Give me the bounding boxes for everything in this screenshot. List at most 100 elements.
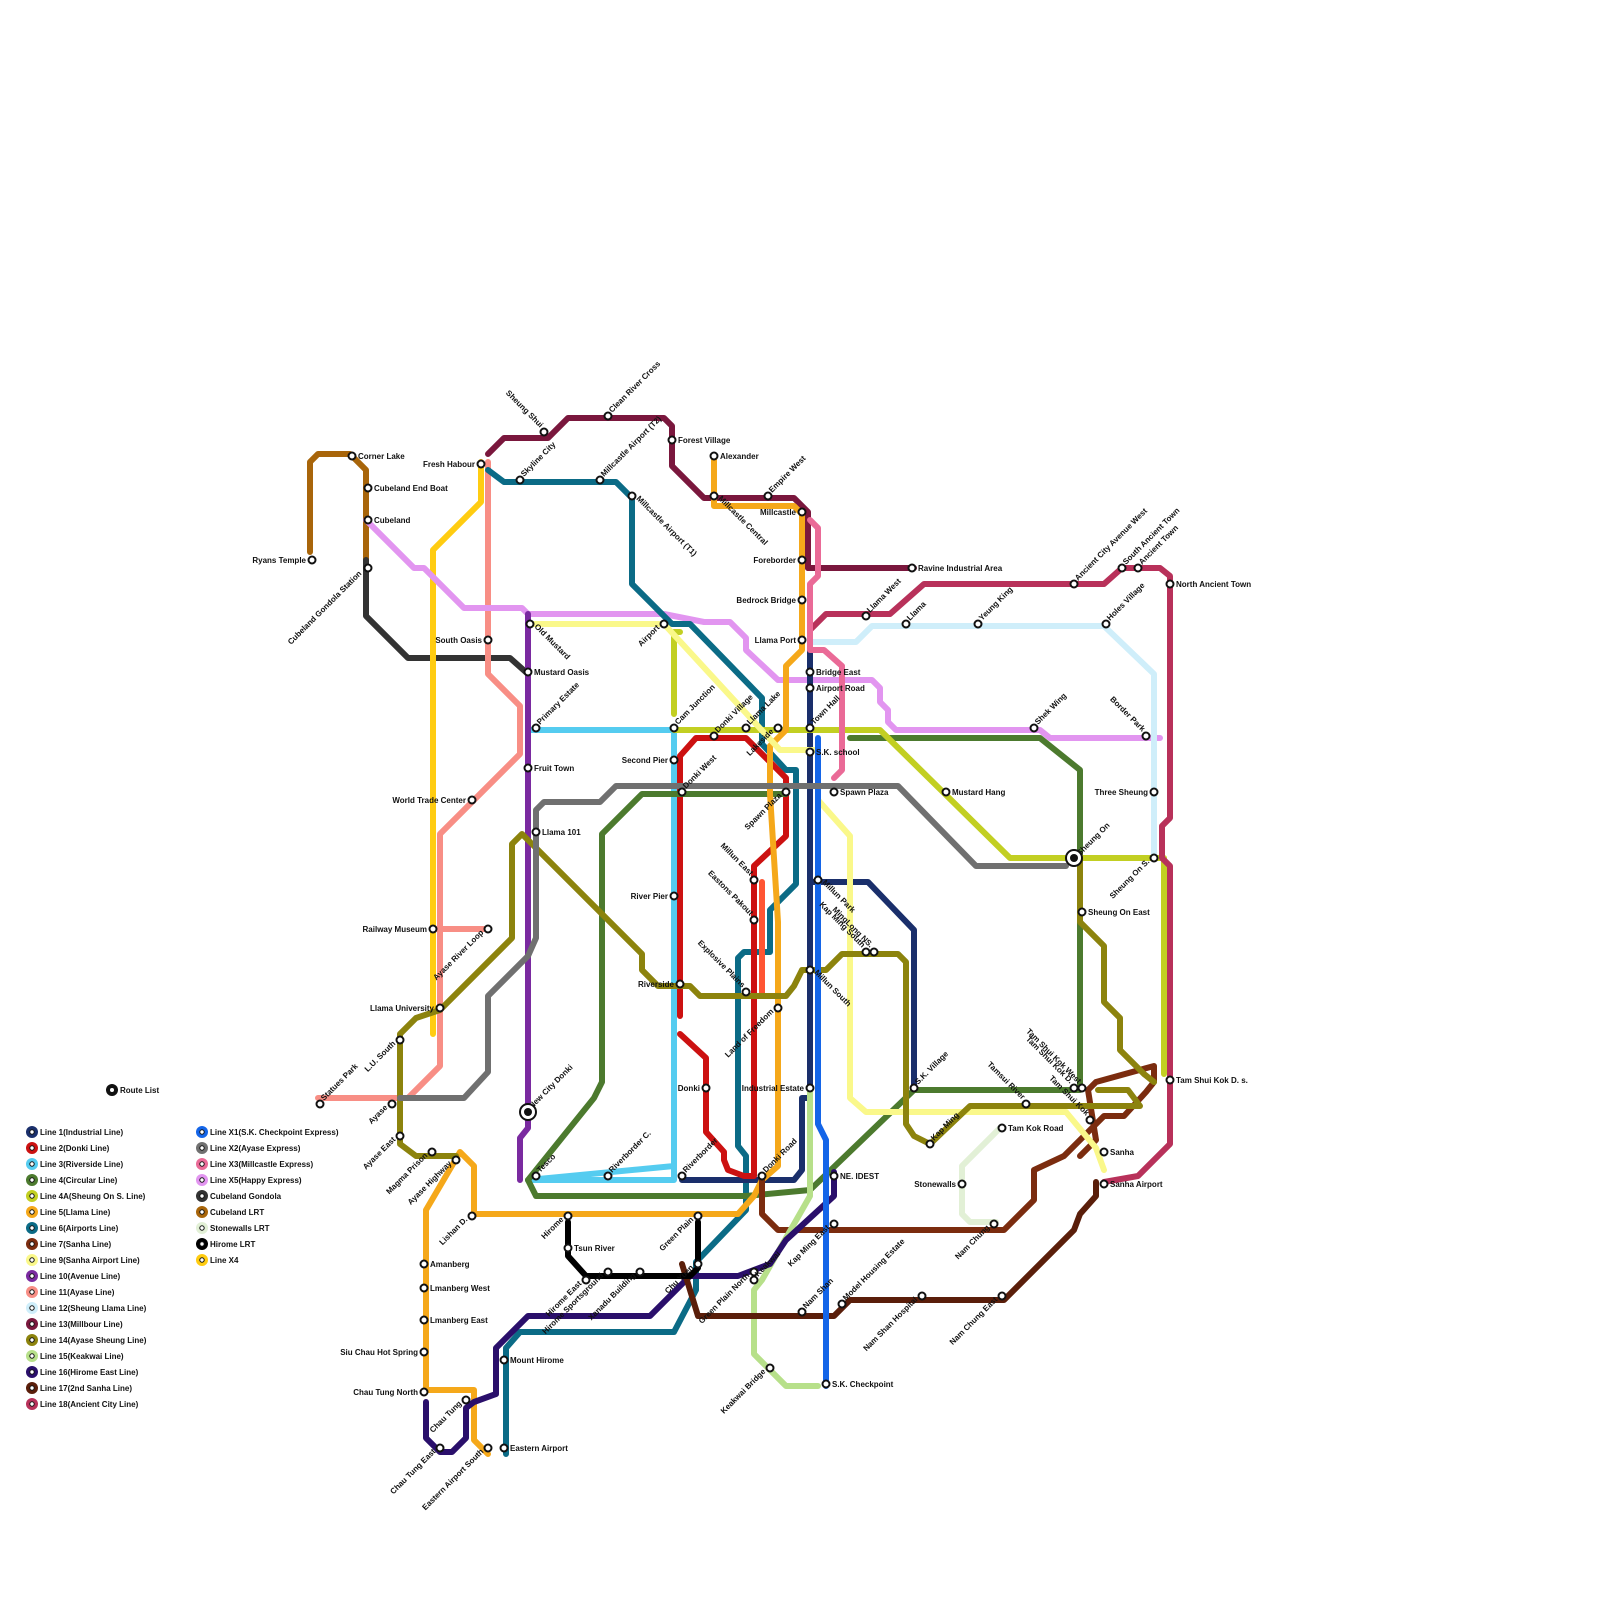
- station[interactable]: Empire West: [765, 454, 808, 500]
- station[interactable]: Sheung Shui: [504, 388, 547, 435]
- legend-item[interactable]: Line 4A(Sheung On S. Line): [26, 1190, 146, 1202]
- station[interactable]: Kap Ming South: [818, 900, 870, 956]
- station[interactable]: Eastern Airport: [501, 1444, 569, 1453]
- station-marker[interactable]: [839, 1301, 846, 1308]
- legend-item[interactable]: Cubeland LRT: [196, 1206, 264, 1218]
- station-marker[interactable]: [903, 621, 910, 628]
- station-marker[interactable]: [541, 429, 548, 436]
- station[interactable]: Tam Kok Road: [999, 1124, 1064, 1133]
- station-marker[interactable]: [831, 789, 838, 796]
- station[interactable]: Green Plain: [658, 1213, 702, 1253]
- station-marker[interactable]: [671, 757, 678, 764]
- station[interactable]: Bridge East: [807, 668, 861, 677]
- station-marker[interactable]: [807, 725, 814, 732]
- legend-item[interactable]: Line 14(Ayase Sheung Line): [26, 1334, 147, 1346]
- station[interactable]: Ayase: [367, 1101, 396, 1126]
- legend-item[interactable]: Line X5(Happy Express): [196, 1174, 302, 1186]
- station-marker[interactable]: [807, 669, 814, 676]
- legend-item[interactable]: Line 2(Donki Line): [26, 1142, 110, 1154]
- station-marker[interactable]: [919, 1293, 926, 1300]
- legend-item[interactable]: Line 18(Ancient City Line): [26, 1398, 139, 1410]
- station[interactable]: Mustard Hang: [943, 788, 1006, 797]
- station-marker[interactable]: [975, 621, 982, 628]
- station-marker[interactable]: [565, 1213, 572, 1220]
- station[interactable]: Riverborder: [679, 1136, 720, 1180]
- station[interactable]: Primary Estate: [533, 680, 582, 731]
- station-marker[interactable]: [823, 1381, 830, 1388]
- station[interactable]: Model Housing Estate: [839, 1237, 907, 1308]
- station-marker[interactable]: [1079, 1085, 1086, 1092]
- station-marker[interactable]: [365, 485, 372, 492]
- station[interactable]: Llama University: [370, 1004, 444, 1013]
- station-marker[interactable]: [1087, 1117, 1094, 1124]
- legend-item[interactable]: Cubeland Gondola: [196, 1190, 282, 1202]
- station[interactable]: North Ancient Town: [1167, 580, 1252, 589]
- station-marker[interactable]: [711, 493, 718, 500]
- station-marker[interactable]: [597, 477, 604, 484]
- station[interactable]: Millun South: [807, 967, 853, 1009]
- station-marker[interactable]: [751, 917, 758, 924]
- station-marker[interactable]: [695, 1213, 702, 1220]
- station-marker[interactable]: [677, 981, 684, 988]
- station-marker[interactable]: [1103, 621, 1110, 628]
- legend-item[interactable]: Hirome LRT: [196, 1238, 255, 1250]
- station-marker[interactable]: [759, 1173, 766, 1180]
- station-marker[interactable]: [831, 1221, 838, 1228]
- station[interactable]: South Oasis: [435, 636, 491, 645]
- station-marker[interactable]: [671, 893, 678, 900]
- station-marker[interactable]: [999, 1293, 1006, 1300]
- station-marker[interactable]: [317, 1101, 324, 1108]
- legend-item[interactable]: Line 9(Sanha Airport Line): [26, 1254, 140, 1266]
- station-marker[interactable]: [831, 1173, 838, 1180]
- station[interactable]: Shek Wing: [1031, 691, 1069, 731]
- legend-item[interactable]: Line 5(Llama Line): [26, 1206, 111, 1218]
- station[interactable]: MingLong NS.: [831, 905, 878, 955]
- station[interactable]: Stonewalls: [914, 1180, 965, 1189]
- station-marker[interactable]: [1119, 565, 1126, 572]
- station-marker[interactable]: [1167, 1077, 1174, 1084]
- station-marker[interactable]: [1071, 581, 1078, 588]
- station[interactable]: Fresh Habour: [423, 460, 485, 469]
- station-marker[interactable]: [863, 949, 870, 956]
- station-marker[interactable]: [743, 725, 750, 732]
- route-line-x3[interactable]: [810, 520, 842, 778]
- station[interactable]: Tam Shui Kok D. s.: [1167, 1076, 1248, 1085]
- station-marker[interactable]: [751, 1277, 758, 1284]
- station[interactable]: Mustard Oasis: [525, 668, 590, 677]
- legend-item[interactable]: Line 4(Circular Line): [26, 1174, 118, 1186]
- station-marker[interactable]: [711, 453, 718, 460]
- station[interactable]: Cubeland End Boat: [365, 484, 449, 493]
- station-marker[interactable]: [765, 493, 772, 500]
- station-marker[interactable]: [807, 1085, 814, 1092]
- station-marker[interactable]: [679, 1173, 686, 1180]
- station[interactable]: Second Pier: [622, 756, 678, 765]
- station-marker[interactable]: [1101, 1181, 1108, 1188]
- station-marker[interactable]: [429, 1149, 436, 1156]
- station-marker[interactable]: [661, 621, 668, 628]
- station-marker[interactable]: [397, 1133, 404, 1140]
- station-marker[interactable]: [927, 1141, 934, 1148]
- legend-item[interactable]: Line 17(2nd Sanha Line): [26, 1382, 132, 1394]
- station[interactable]: Millcastle Airport (T2): [597, 414, 664, 483]
- station[interactable]: Bedrock Bridge: [736, 596, 805, 605]
- station[interactable]: Donki West: [679, 753, 719, 795]
- station-marker[interactable]: [999, 1125, 1006, 1132]
- legend-item[interactable]: Line X4: [196, 1254, 239, 1266]
- legend-item[interactable]: Line 3(Riverside Line): [26, 1158, 123, 1170]
- station-marker[interactable]: [671, 725, 678, 732]
- legend-item[interactable]: Line 6(Airports Line): [26, 1222, 119, 1234]
- station-marker[interactable]: [863, 613, 870, 620]
- station[interactable]: Sanha: [1101, 1148, 1135, 1157]
- station-marker[interactable]: [421, 1349, 428, 1356]
- station[interactable]: Sheung On S.: [1108, 855, 1158, 901]
- station[interactable]: Chau Tung North: [353, 1388, 427, 1397]
- station[interactable]: Lmanberg West: [421, 1284, 491, 1293]
- route-line-l10[interactable]: [520, 614, 528, 1180]
- station[interactable]: Industrial Estate: [742, 1084, 814, 1093]
- station[interactable]: Forest Village: [669, 436, 731, 445]
- station-marker[interactable]: [533, 725, 540, 732]
- station-marker[interactable]: [421, 1317, 428, 1324]
- station-marker[interactable]: [565, 1245, 572, 1252]
- station-marker[interactable]: [437, 1445, 444, 1452]
- station-marker[interactable]: [533, 829, 540, 836]
